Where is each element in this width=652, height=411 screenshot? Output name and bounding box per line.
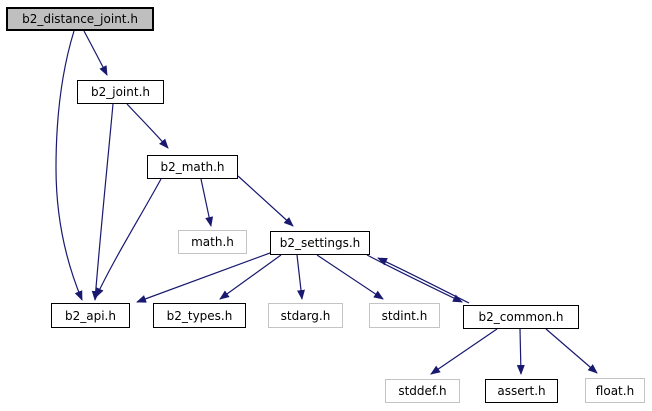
node-label-stddef: stddef.h bbox=[398, 384, 447, 398]
node-stddef[interactable]: stddef.h bbox=[385, 379, 460, 403]
node-b2_distance_joint: b2_distance_joint.h bbox=[6, 7, 154, 31]
edge-b2_settings-to-b2_api bbox=[136, 252, 271, 303]
edge-b2_distance_joint-to-b2_joint bbox=[83, 30, 108, 76]
node-b2_settings[interactable]: b2_settings.h bbox=[270, 231, 370, 255]
node-stdint[interactable]: stdint.h bbox=[369, 303, 440, 328]
edge-b2_common-to-stddef bbox=[430, 328, 498, 375]
edge-b2_distance_joint-to-b2_api bbox=[55, 30, 83, 301]
node-math[interactable]: math.h bbox=[178, 230, 247, 254]
node-label-math: math.h bbox=[191, 235, 234, 249]
node-label-b2_math: b2_math.h bbox=[160, 160, 225, 174]
node-label-b2_common: b2_common.h bbox=[478, 310, 564, 324]
edge-b2_settings-to-b2_types bbox=[219, 254, 282, 300]
node-float[interactable]: float.h bbox=[585, 378, 645, 403]
edge-b2_common-to-b2_settings bbox=[377, 257, 470, 304]
node-label-b2_api: b2_api.h bbox=[65, 308, 116, 323]
node-assert[interactable]: assert.h bbox=[485, 379, 558, 403]
node-b2_types[interactable]: b2_types.h bbox=[153, 303, 246, 328]
node-label-stdarg: stdarg.h bbox=[280, 308, 331, 323]
edge-b2_settings-to-b2_common bbox=[366, 254, 463, 303]
node-b2_math[interactable]: b2_math.h bbox=[147, 155, 238, 179]
node-label-assert: assert.h bbox=[497, 384, 546, 398]
edge-b2_common-to-assert bbox=[516, 328, 525, 375]
node-stdarg[interactable]: stdarg.h bbox=[268, 303, 343, 328]
node-b2_joint[interactable]: b2_joint.h bbox=[77, 80, 164, 104]
edge-b2_settings-to-stdint bbox=[316, 254, 384, 300]
edge-b2_math-to-b2_api bbox=[95, 178, 162, 298]
edge-b2_math-to-b2_settings bbox=[237, 175, 294, 227]
node-b2_api[interactable]: b2_api.h bbox=[51, 303, 130, 328]
edge-b2_math-to-math bbox=[200, 178, 214, 227]
node-label-b2_types: b2_types.h bbox=[166, 308, 233, 323]
edge-b2_joint-to-b2_math bbox=[126, 103, 169, 149]
node-label-stdint: stdint.h bbox=[381, 308, 428, 323]
edge-b2_common-to-float bbox=[545, 328, 598, 374]
node-label-b2_joint: b2_joint.h bbox=[91, 85, 150, 99]
node-label-float: float.h bbox=[595, 383, 635, 398]
node-b2_common[interactable]: b2_common.h bbox=[463, 305, 579, 329]
node-label-b2_distance_joint: b2_distance_joint.h bbox=[22, 12, 138, 26]
edge-b2_joint-to-b2_api bbox=[91, 103, 114, 301]
node-label-b2_settings: b2_settings.h bbox=[279, 236, 361, 250]
edge-b2_settings-to-stdarg bbox=[296, 254, 305, 300]
